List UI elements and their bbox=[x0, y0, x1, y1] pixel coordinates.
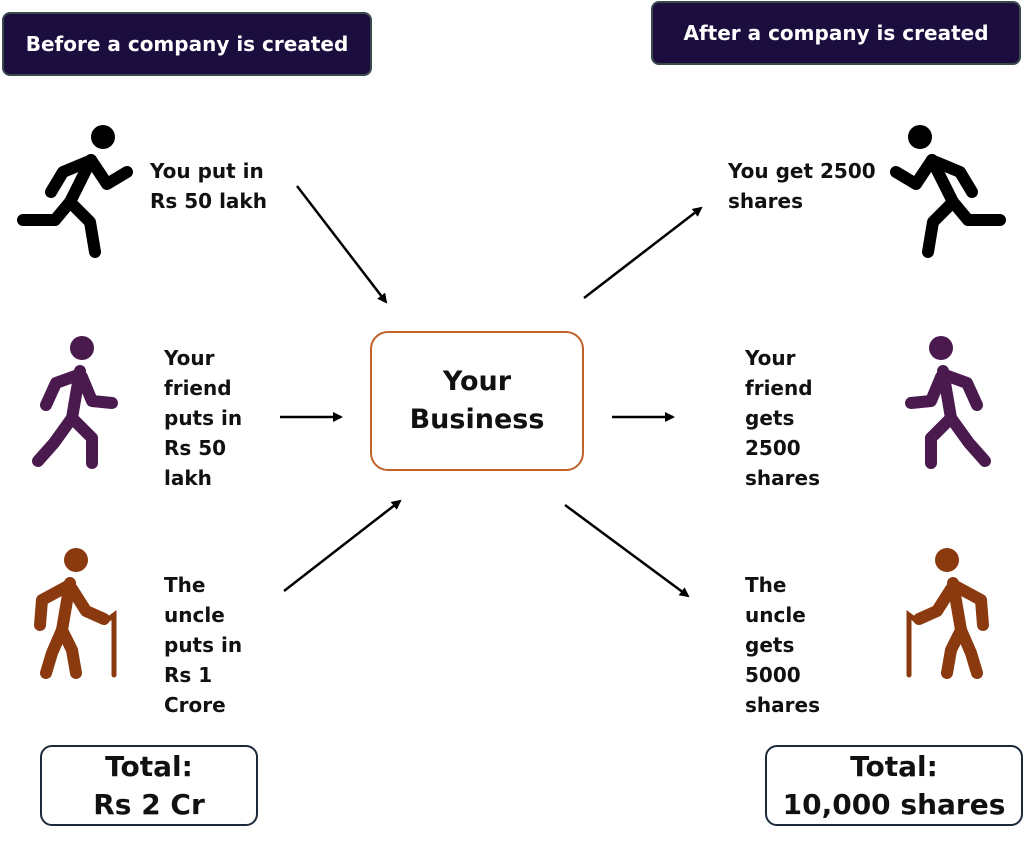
arrow-business-to-you bbox=[583, 206, 703, 299]
running-person-icon bbox=[890, 125, 1006, 258]
you-contribution-text: You put in Rs 50 lakh bbox=[150, 159, 267, 213]
you-shares-text: You get 2500 shares bbox=[728, 159, 876, 213]
arrow-business-to-uncle bbox=[564, 503, 690, 598]
friend-contribution-text: Your friend puts in Rs 50 lakh bbox=[164, 346, 243, 490]
arrow-uncle-to-business bbox=[283, 499, 402, 592]
walking-person-icon bbox=[905, 336, 991, 469]
before-company-header: Before a company is created bbox=[2, 12, 372, 76]
running-person-icon bbox=[17, 125, 133, 258]
friend-shares-text: Your friend gets 2500 shares bbox=[745, 346, 820, 490]
walking-person-icon bbox=[32, 336, 118, 469]
after-company-header: After a company is created bbox=[651, 1, 1021, 65]
elderly-person-with-cane-icon bbox=[34, 548, 117, 679]
uncle-shares-text: The uncle gets 5000 shares bbox=[745, 573, 820, 717]
arrow-you-to-business bbox=[296, 185, 388, 304]
total-shares-box: Total: 10,000 shares bbox=[765, 745, 1023, 826]
elderly-person-with-cane-icon bbox=[906, 548, 989, 679]
your-business-box: Your Business bbox=[370, 331, 584, 471]
total-investment-box: Total: Rs 2 Cr bbox=[40, 745, 258, 826]
uncle-contribution-text: The uncle puts in Rs 1 Crore bbox=[164, 573, 243, 717]
